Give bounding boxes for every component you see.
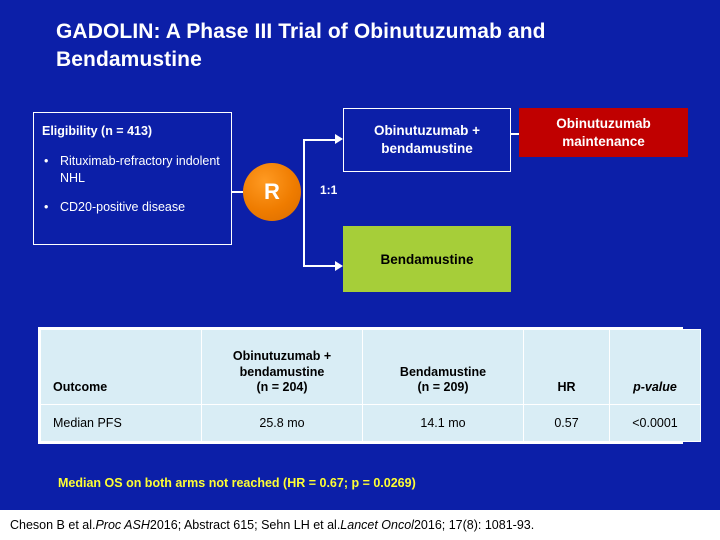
arm-obinutuzumab-maintenance: Obinutuzumab maintenance	[519, 108, 688, 157]
eligibility-box: Eligibility (n = 413) • Rituximab-refrac…	[33, 112, 232, 245]
randomization-node: R	[243, 163, 301, 221]
results-table: Outcome Obinutuzumab + bendamustine (n =…	[40, 329, 701, 442]
column-header-arm2: Bendamustine (n = 209)	[362, 329, 524, 405]
cell-pvalue: <0.0001	[609, 404, 701, 442]
list-item: • Rituximab-refractory indolent NHL	[42, 153, 227, 188]
table-header-row: Outcome Obinutuzumab + bendamustine (n =…	[40, 329, 701, 405]
column-header-arm1-line2: bendamustine	[239, 364, 325, 379]
column-header-pvalue: p-value	[609, 329, 701, 405]
arm-bendamustine: Bendamustine	[343, 226, 511, 292]
list-item-label: CD20-positive disease	[60, 199, 186, 214]
bullet-icon: •	[44, 199, 49, 214]
eligibility-header: Eligibility (n = 413)	[42, 124, 153, 138]
cell-hr-value: 0.57	[523, 404, 610, 442]
citation-italic1: Proc ASH	[95, 518, 150, 532]
column-header-arm1-line3: (n = 204)	[256, 380, 308, 395]
cell-arm2-value: 14.1 mo	[362, 404, 524, 442]
arrow-head-upper-icon	[335, 134, 343, 144]
column-header-hr: HR	[523, 329, 610, 405]
column-header-arm2-line1: Bendamustine	[399, 364, 487, 379]
list-item-label: Rituximab-refractory indolent NHL	[60, 154, 220, 186]
connector-vertical-upper	[303, 139, 305, 192]
column-header-arm1: Obinutuzumab + bendamustine (n = 204)	[201, 329, 363, 405]
arm-obinutuzumab-bendamustine: Obinutuzumab + bendamustine	[343, 108, 511, 172]
randomization-ratio: 1:1	[320, 183, 338, 197]
cell-arm1-value: 25.8 mo	[201, 404, 363, 442]
os-footnote: Median OS on both arms not reached (HR =…	[58, 476, 416, 490]
citation-part3: 2016; 17(8): 1081-93.	[413, 518, 535, 532]
cell-outcome: Median PFS	[40, 404, 202, 442]
connector-eligibility-to-randomization	[232, 191, 243, 193]
results-table-container: Outcome Obinutuzumab + bendamustine (n =…	[38, 327, 701, 444]
table-row: Median PFS 25.8 mo 14.1 mo 0.57 <0.0001	[40, 404, 701, 442]
page-title: GADOLIN: A Phase III Trial of Obinutuzum…	[56, 20, 546, 71]
bullet-icon: •	[44, 154, 49, 168]
column-header-arm2-line2: (n = 209)	[417, 380, 469, 395]
list-item: • CD20-positive disease	[42, 199, 227, 216]
arrow-head-lower-icon	[335, 261, 343, 271]
citation-italic2: Lancet Oncol	[340, 518, 414, 532]
citation-part2: 2016; Abstract 615; Sehn LH et al.	[149, 518, 341, 532]
connector-horizontal-lower	[303, 265, 335, 267]
column-header-outcome: Outcome	[40, 329, 202, 405]
eligibility-criteria-list: • Rituximab-refractory indolent NHL • CD…	[42, 153, 227, 227]
citation-part1: Cheson B et al.	[10, 518, 96, 532]
column-header-arm1-line1: Obinutuzumab +	[232, 349, 332, 364]
connector-horizontal-upper	[303, 139, 335, 141]
connector-vertical-lower	[303, 191, 305, 267]
connector-to-maintenance	[511, 133, 519, 135]
citation-band: Cheson B et al. Proc ASH 2016; Abstract …	[0, 510, 720, 540]
